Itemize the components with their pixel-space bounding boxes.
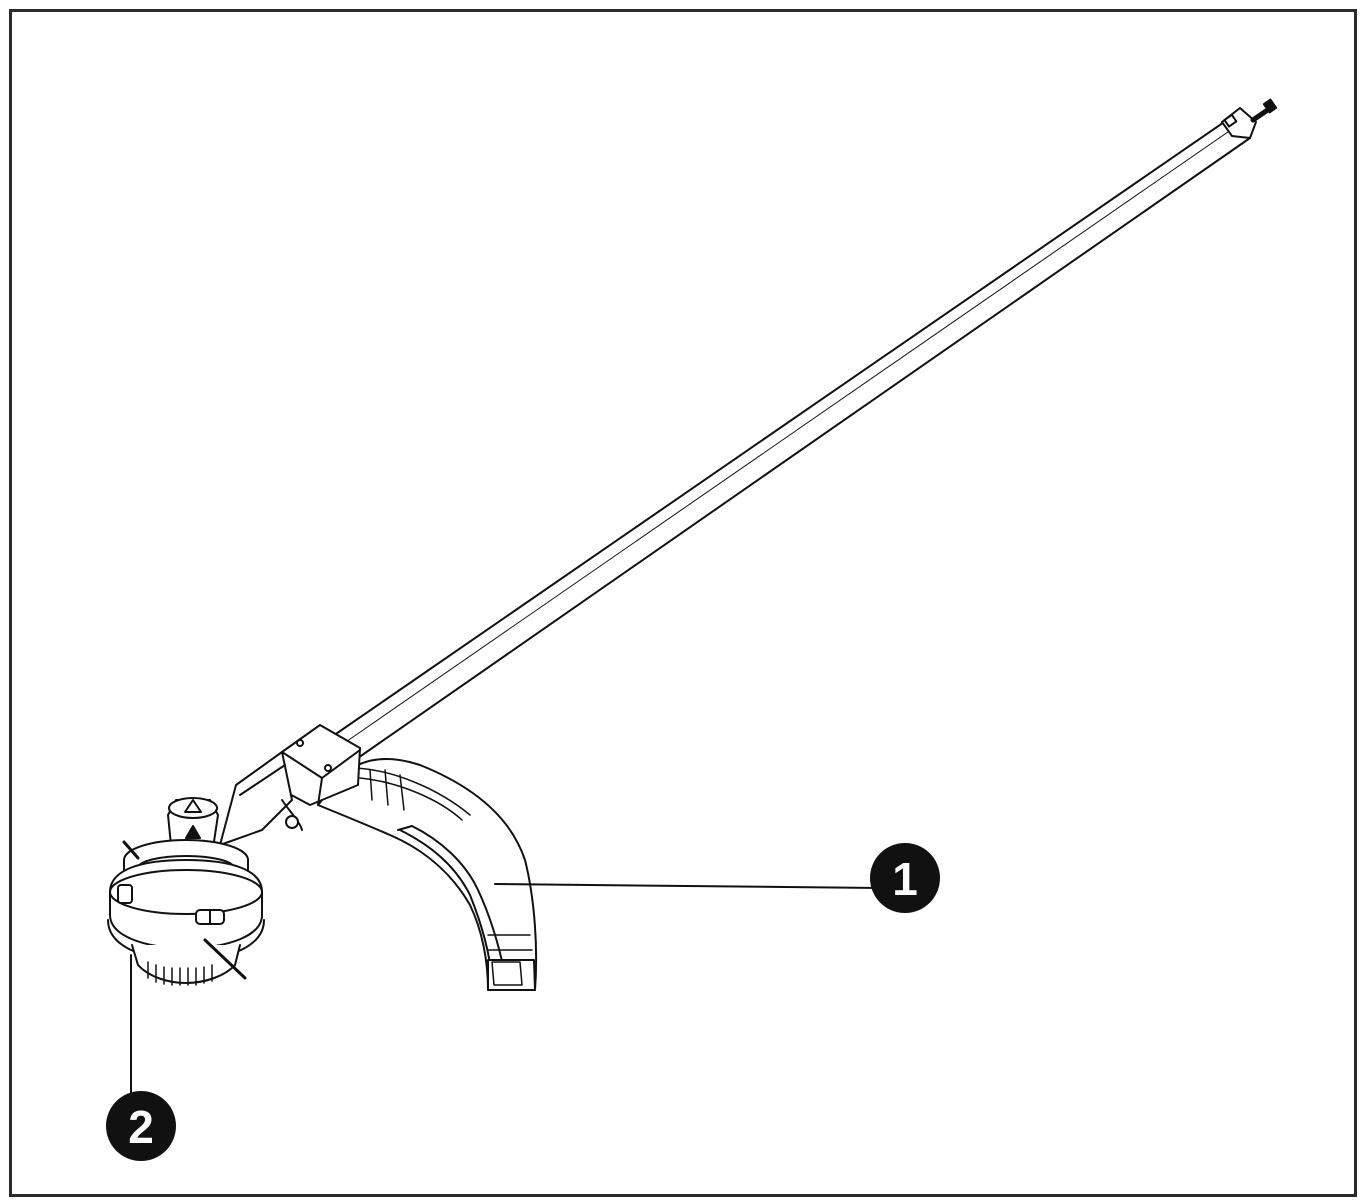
leader-line-1 bbox=[494, 883, 881, 889]
callout-2: 2 bbox=[106, 1091, 176, 1161]
gearbox-arm bbox=[219, 751, 303, 846]
shaft-end-coupler bbox=[1221, 98, 1278, 139]
shaft-tube bbox=[329, 117, 1251, 761]
trimmer-head bbox=[107, 839, 265, 986]
callout-1: 1 bbox=[870, 843, 940, 913]
callout-2-number: 2 bbox=[128, 1101, 154, 1153]
callout-1-number: 1 bbox=[892, 853, 918, 905]
shaft-clamp bbox=[281, 724, 361, 806]
guard bbox=[317, 758, 538, 991]
